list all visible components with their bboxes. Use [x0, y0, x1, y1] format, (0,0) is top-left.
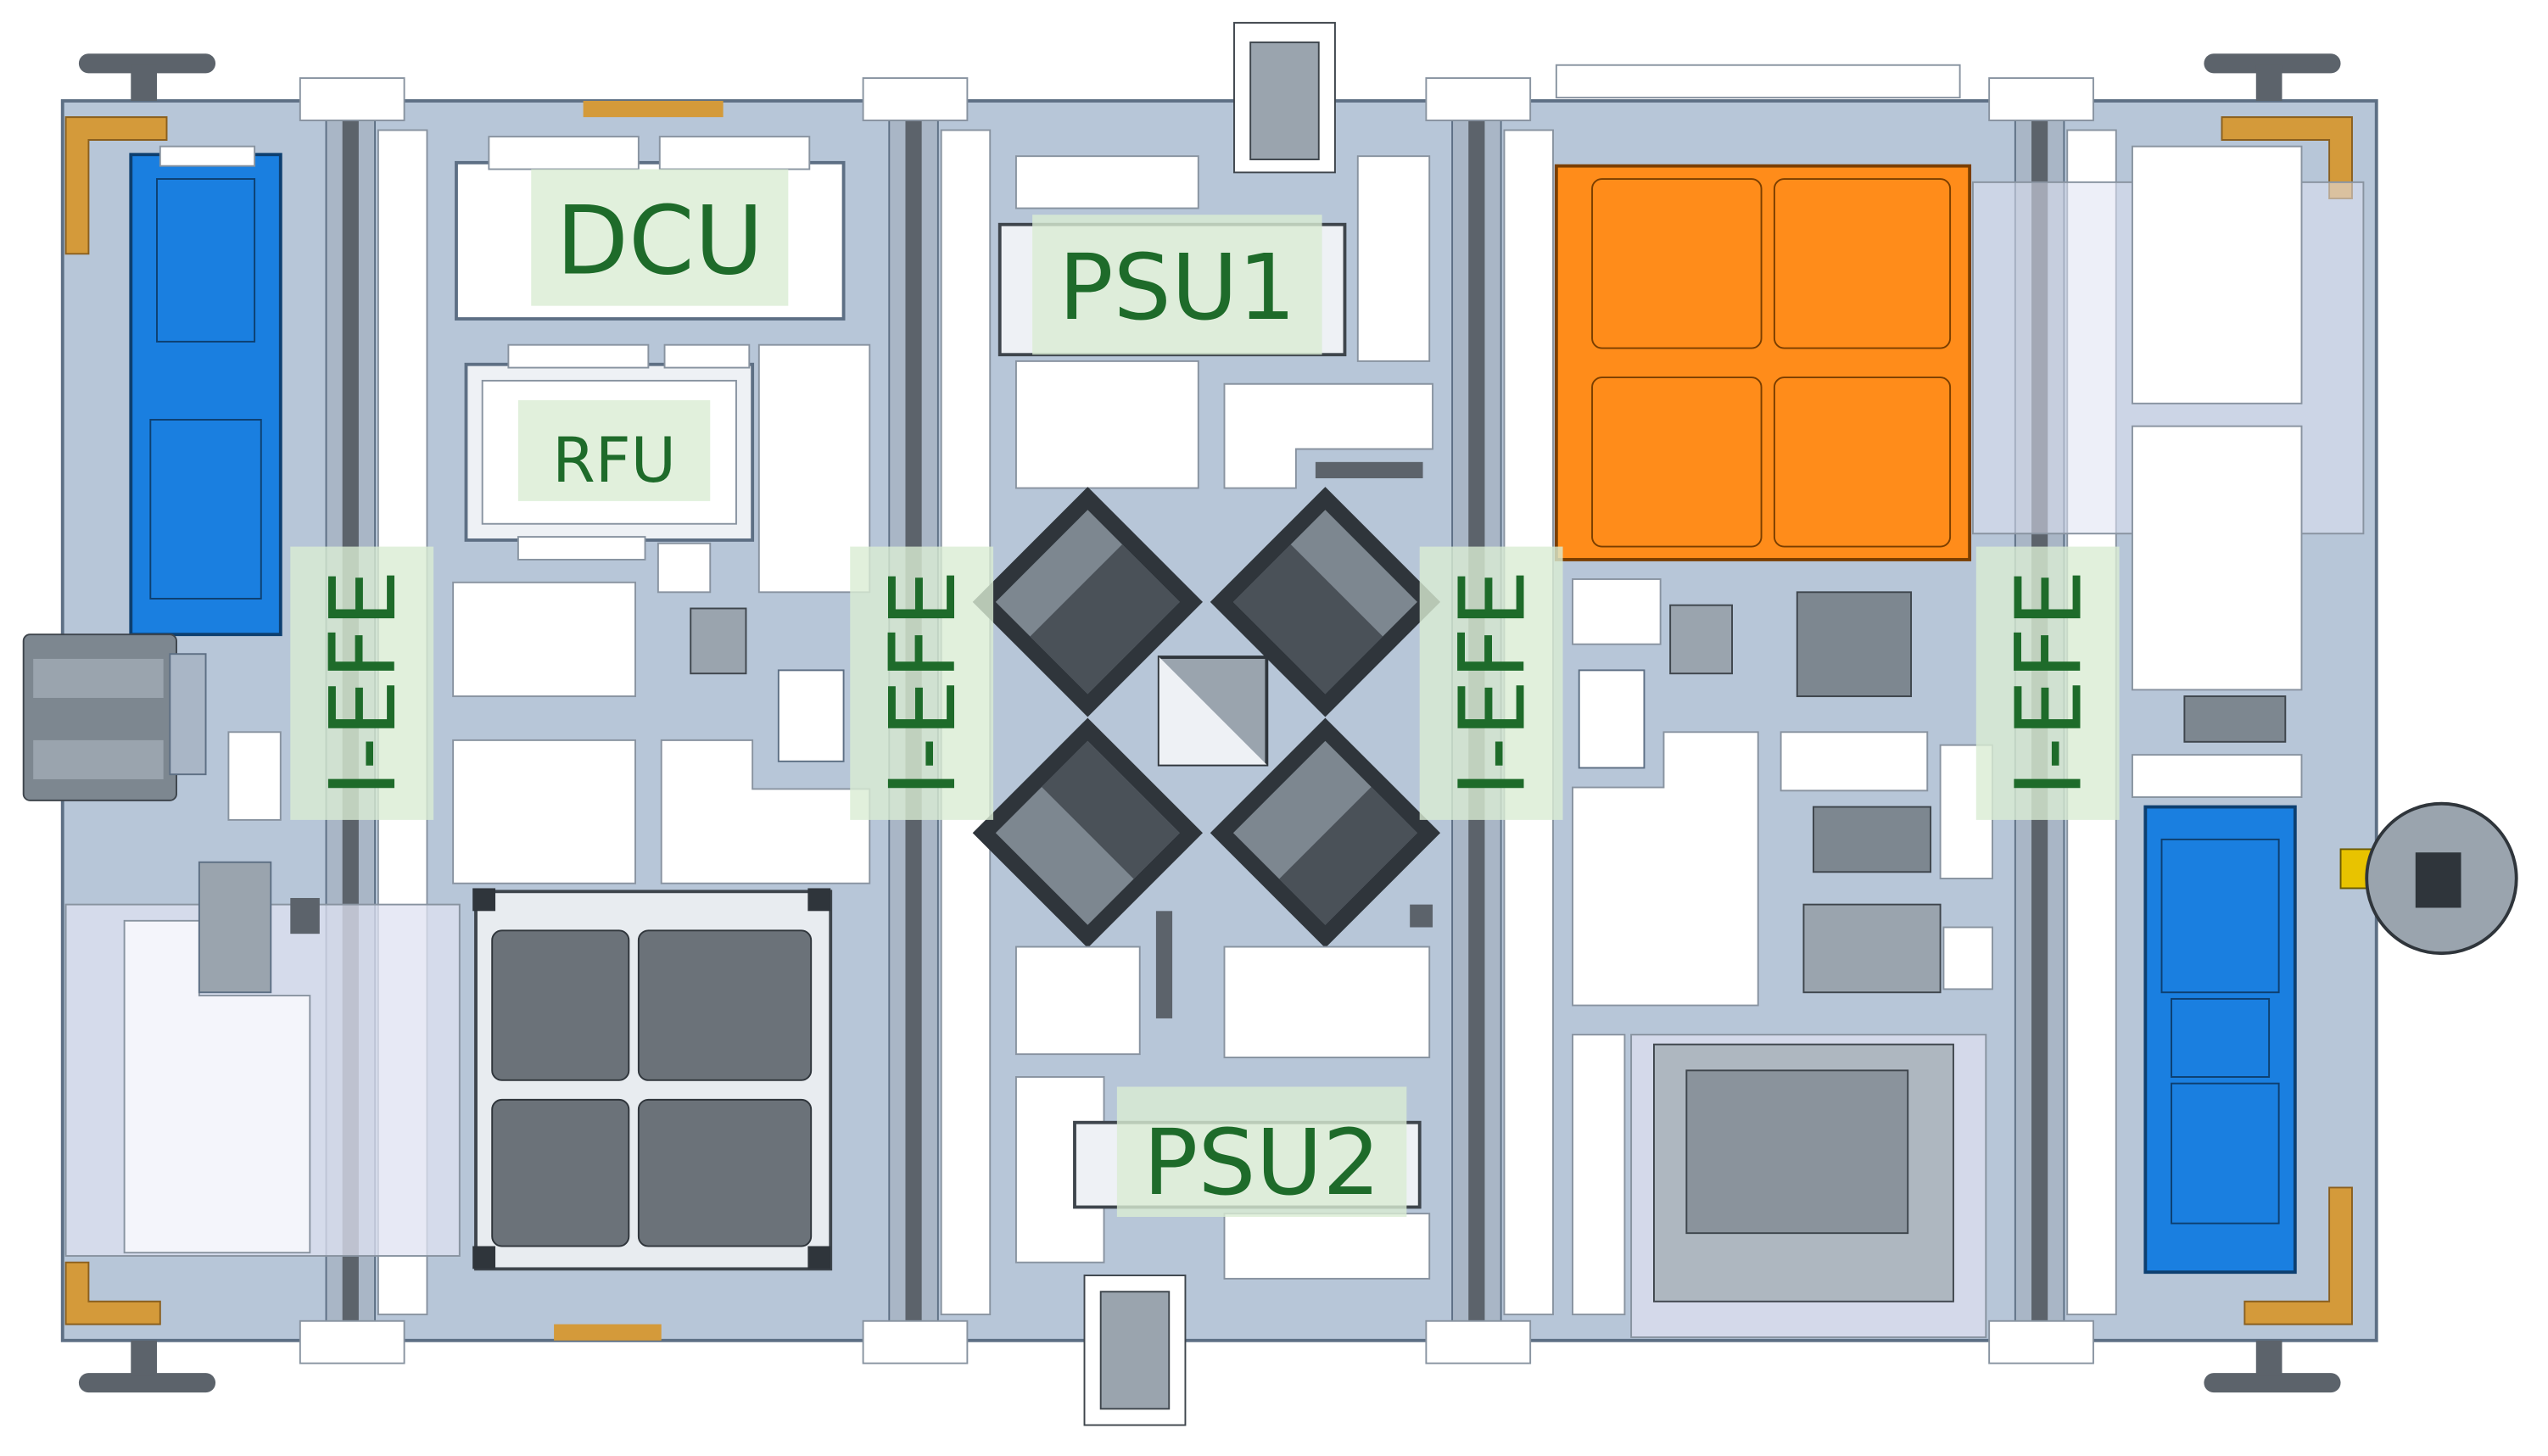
white-box-r-c [2132, 754, 2303, 798]
ieee-label-box-2 [850, 546, 994, 820]
ieee-label-1: I-EFE [310, 570, 416, 797]
rfu-label-box [517, 399, 711, 501]
orange-panel [1554, 64, 1972, 561]
bracket-bottom-left [64, 1261, 161, 1325]
white-box-c3-c [1356, 155, 1431, 362]
white-box-r-a [2132, 145, 2303, 404]
psu2-label: PSU2 [1143, 1110, 1381, 1216]
white-box-c2-b [657, 542, 712, 594]
white-box-c3-f [1223, 946, 1431, 1058]
small-box-left [227, 731, 282, 821]
psu1-label: PSU1 [1059, 235, 1296, 341]
white-box-c4-c [1780, 731, 1929, 792]
white-box-c2-d [452, 739, 636, 884]
reaction-wheel-top-left [972, 487, 1203, 717]
center-wheel [1157, 655, 1269, 767]
component-r-a [2183, 695, 2287, 743]
component-c2-a [690, 607, 747, 675]
foot-bottom-right [2204, 1340, 2341, 1393]
psu2-label-box [1116, 1086, 1407, 1217]
white-box-c3-b [1014, 360, 1199, 489]
white-box-c4-f [1572, 1034, 1626, 1316]
white-box-c4-a [1572, 578, 1662, 645]
rfu-label: RFU [552, 425, 676, 497]
reaction-wheel-top-right [1210, 487, 1441, 717]
dark-panel-c2 [472, 888, 833, 1271]
reaction-wheel-bottom-left [972, 717, 1203, 948]
component-c4-b [1796, 591, 1913, 698]
bottom-connector-c3 [1083, 1275, 1187, 1426]
ieee-label-3: I-EFE [1439, 570, 1545, 797]
component-c4-d [1813, 806, 1932, 873]
dcu-label: DCU [556, 187, 763, 296]
lavender-panel-left [64, 861, 461, 1257]
component-c4-a [1669, 604, 1733, 675]
side-connector-left [22, 633, 207, 801]
antenna-dish [2339, 801, 2518, 956]
ieee-label-box-3 [1419, 546, 1563, 820]
white-box-c4-b [1572, 731, 1759, 1007]
blue-unit-left [129, 145, 282, 637]
white-box-c3-e [1014, 946, 1141, 1056]
ieee-label-2: I-EFE [870, 570, 976, 797]
top-connector-c3 [1233, 21, 1336, 174]
foot-bottom-left [78, 1340, 216, 1393]
white-box-c2-c [452, 581, 636, 698]
bracket-top-left [64, 116, 168, 255]
slot-c3-b [1155, 911, 1173, 1018]
psu1-label-box [1032, 215, 1322, 355]
foot-top-right [2204, 53, 2341, 101]
component-c2-b [777, 669, 845, 762]
ieee-label-box-1 [290, 546, 434, 820]
component-c4-c [1578, 669, 1646, 769]
blue-unit-right [2143, 805, 2297, 1275]
foot-top-left [78, 53, 216, 101]
bottom-bracket-c2 [554, 1324, 662, 1341]
component-c4-e [1802, 903, 1942, 994]
dcu-label-box [531, 169, 789, 306]
white-box-c4-e [1942, 926, 1993, 990]
white-box-c3-a [1014, 155, 1199, 209]
reaction-wheel-bottom-right [1210, 717, 1441, 948]
gray-panel-c4 [1630, 1034, 1987, 1338]
white-box-r-b [2132, 425, 2303, 691]
bracket-bottom-right [2243, 1186, 2353, 1325]
ieee-label-box-4 [1975, 546, 2120, 820]
white-box-c3-d [1223, 382, 1434, 489]
ieee-label-4: I-EFE [1997, 570, 2103, 797]
slot-c3 [1315, 461, 1423, 479]
small-square-c3 [1410, 904, 1433, 928]
white-box-c3-h [1223, 1213, 1431, 1280]
